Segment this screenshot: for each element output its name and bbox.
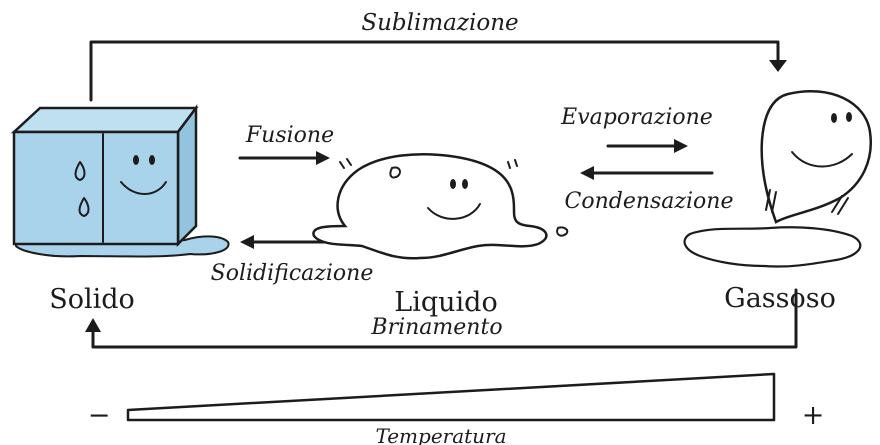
ice-cube-illustration <box>14 108 229 257</box>
evaporation-label: Evaporazione <box>560 105 713 130</box>
deposition-label: Brinamento <box>370 315 502 340</box>
temperature-wedge <box>128 374 774 420</box>
fusion-arrow <box>240 151 330 165</box>
solidification-label: Solidificazione <box>211 261 374 286</box>
gas-puddle <box>685 227 861 266</box>
fusion-label: Fusione <box>245 123 334 148</box>
solid-label: Solido <box>49 284 135 315</box>
ice-side-face <box>178 108 196 244</box>
liquid-blob <box>313 154 546 258</box>
liquid-blob-illustration <box>313 154 567 258</box>
sublimation-label: Sublimazione <box>361 10 518 36</box>
temperature-min-sign: − <box>88 400 111 431</box>
liquid-label: Liquido <box>394 287 497 318</box>
sublimation-arrow <box>91 42 787 100</box>
temperature-scale <box>128 374 774 420</box>
gas-drop <box>762 91 871 222</box>
condensation-arrow <box>580 166 712 180</box>
temperature-max-sign: + <box>802 400 825 431</box>
ice-top-face <box>14 108 196 132</box>
temperature-label: Temperatura <box>375 424 506 445</box>
gas-label: Gassoso <box>724 283 836 314</box>
ice-front-face <box>14 132 178 244</box>
evaporation-arrow <box>608 139 688 153</box>
condensation-label: Condensazione <box>565 189 734 214</box>
